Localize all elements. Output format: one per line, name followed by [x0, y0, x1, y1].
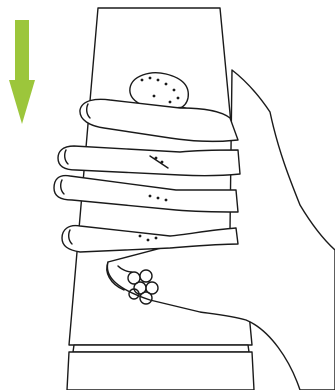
bottle-neck-band — [73, 345, 249, 352]
arrow-down-icon — [9, 20, 35, 124]
bottle-bottom — [67, 352, 254, 390]
